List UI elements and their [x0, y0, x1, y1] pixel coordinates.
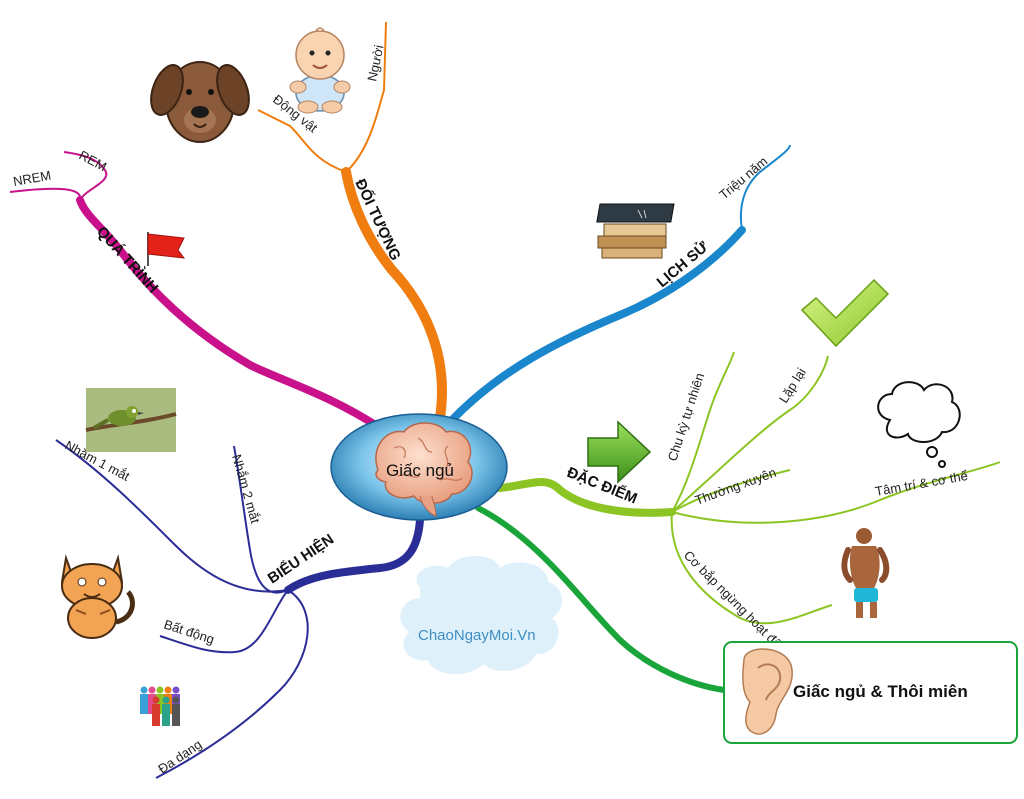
watermark-text: ChaoNgayMoi.Vn: [418, 627, 536, 644]
hyperlink-box-giac-ngu-thoi-mien[interactable]: Giấc ngủ & Thôi miên: [723, 641, 1018, 744]
child-bat-dong: Bất động: [162, 617, 216, 647]
central-topic[interactable]: Giấc ngủ: [330, 413, 508, 521]
brain-icon: [375, 422, 473, 517]
branch-lich-su-line: [448, 226, 746, 424]
child-thuong-xuyen: Thường xuyên: [693, 465, 778, 508]
branch-doi-tuong: ĐỐI TƯỢNG Động vật Người: [257, 21, 447, 423]
child-nguoi: Người: [364, 43, 386, 82]
checkmark-icon: [800, 278, 890, 348]
bird-icon: [85, 388, 177, 452]
books-icon: [596, 203, 675, 259]
child-chu-ky-tu-nhien: Chu kỳ tự nhiên: [665, 371, 708, 463]
branch-bieu-hien-line: [284, 516, 424, 594]
central-topic-label: Giấc ngủ: [386, 461, 454, 480]
dog-icon: [150, 61, 250, 143]
baby-icon: [289, 27, 351, 114]
people-icon: [140, 686, 180, 726]
child-da-dang: Đa dạng: [155, 737, 204, 777]
child-nham-2-mat: Nhắm 2 mắt: [229, 453, 263, 526]
branch-dac-diem-line: [496, 478, 676, 517]
child-nrem: NREM: [12, 168, 52, 189]
branch-qua-trinh-line: [76, 196, 384, 432]
red-flag-icon: [147, 232, 186, 266]
branch-doi-tuong-line: [341, 167, 447, 423]
green-arrow-icon: [587, 420, 652, 484]
branch-qua-trinh: QUÁ TRÌNH NREM REM: [9, 147, 384, 432]
hyperlink-label[interactable]: Giấc ngủ & Thôi miên: [793, 682, 968, 701]
cat-icon: [60, 554, 135, 639]
thought-cloud-icon: [877, 381, 961, 468]
muscle-man-icon: [841, 528, 890, 618]
watermark-cloud: ChaoNgayMoi.Vn: [400, 556, 563, 675]
branch-link: [475, 505, 727, 693]
child-tam-tri-co-the: Tâm trí & cơ thể: [874, 468, 969, 499]
branch-link-line: [475, 505, 727, 693]
ear-icon: [742, 648, 793, 735]
branch-lich-su: LỊCH SỬ Triệu năm: [448, 144, 791, 424]
